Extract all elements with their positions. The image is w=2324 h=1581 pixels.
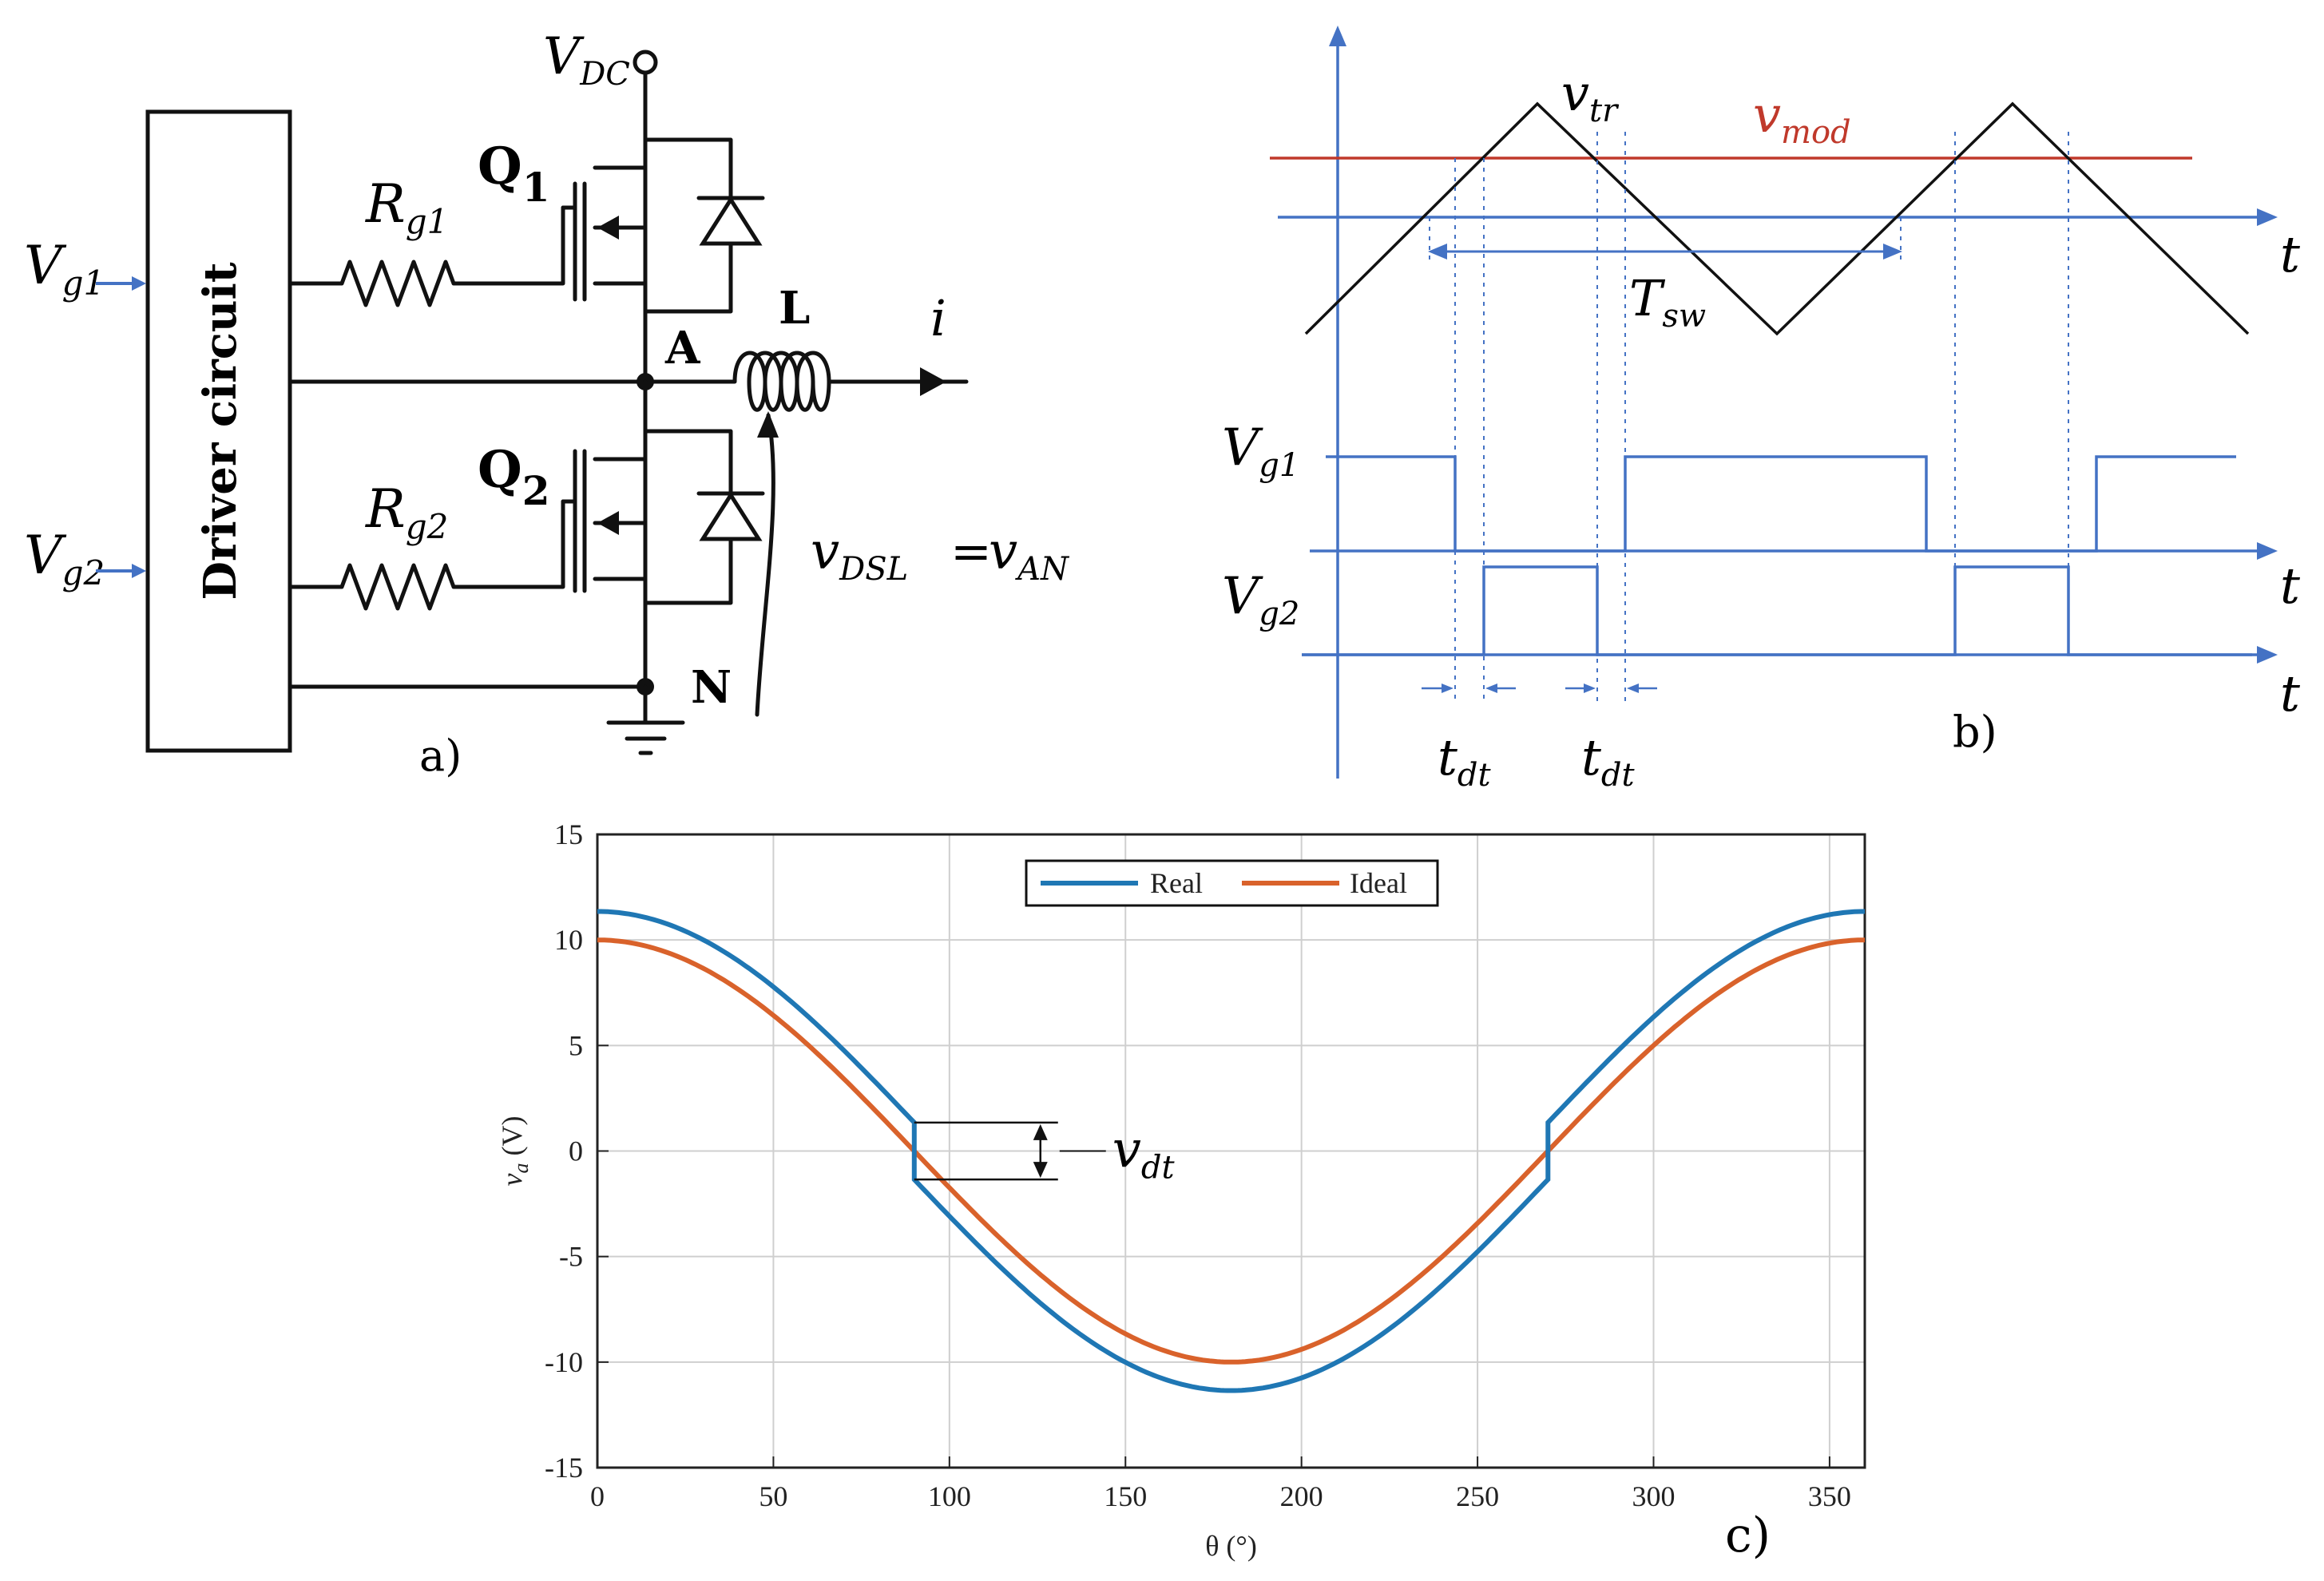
inductor-coil (643, 351, 913, 412)
deadtime-2-left-arrowhead (1584, 684, 1596, 693)
x-tick-label: 150 (1104, 1480, 1147, 1512)
vdsl-curved-arrow (755, 413, 775, 717)
gate1-wire-with-resistor (288, 205, 565, 307)
y-tick-label: 15 (554, 818, 583, 850)
panel-b-label: b) (1953, 707, 1997, 757)
vdt-label: vdt (1112, 1121, 1176, 1187)
timing-vertical-axis-arrowhead (1329, 26, 1346, 46)
x-tick-label: 250 (1456, 1480, 1499, 1512)
deadtime-1-right-arrowhead (1485, 684, 1497, 693)
triangle-carrier (1304, 101, 2250, 336)
van-label: vAN (989, 522, 1070, 588)
ground-symbol (606, 684, 685, 755)
rg1-label: Rg1 (365, 173, 448, 241)
series-real-line (597, 909, 1865, 1393)
q2-mosfet (561, 379, 648, 693)
tdt-label-2: tdt (1581, 728, 1636, 794)
current-label: i (930, 289, 946, 347)
y-tick-label: -10 (545, 1346, 583, 1378)
driver-circuit-box (145, 109, 292, 753)
q2-label: Q2 (478, 440, 550, 514)
vg2-input-arrowhead (132, 564, 146, 578)
legend-real-label: Real (1150, 867, 1203, 899)
vg1-t-label: t (2280, 557, 2300, 615)
tsw-label: Tsw (1629, 269, 1706, 335)
q2-diode (643, 429, 765, 605)
q1-mosfet (561, 70, 648, 384)
vg2-gate-waveform (1302, 565, 2252, 656)
vg1-gate-waveform (1326, 455, 2236, 553)
rg2-label: Rg2 (365, 478, 448, 546)
q1-label: Q1 (478, 137, 550, 211)
chart-x-axis-label: θ (°) (1205, 1530, 1257, 1562)
vdc-label: VDC (543, 27, 630, 93)
carrier-time-axis-arrowhead (2257, 208, 2278, 226)
x-tick-label: 350 (1808, 1480, 1851, 1512)
vg1-input-arrowhead (132, 276, 146, 291)
vtr-label: vtr (1561, 64, 1620, 129)
node-a-label: A (664, 322, 701, 374)
timing-panel: t vmod vtr Tsw t Vg1 t Vg2 (1222, 26, 2300, 794)
vg2-axis-arrowhead (2257, 646, 2278, 664)
current-arrowhead (920, 367, 946, 396)
q1-diode (643, 137, 765, 314)
vg1-waveform-label: Vg1 (1222, 418, 1299, 484)
y-tick-label: 5 (569, 1029, 583, 1061)
tdt-label-1: tdt (1438, 728, 1492, 794)
vg1-input-label: Vg1 (24, 235, 105, 303)
vg2-waveform-label: Vg2 (1222, 567, 1299, 632)
x-tick-label: 0 (590, 1480, 605, 1512)
driver-circuit-label: Driver circuit (194, 262, 247, 600)
deadtime-1-left-arrowhead (1442, 684, 1453, 693)
chart-x-ticks: 0 50 100 150 200 250 300 350 (590, 1456, 1851, 1512)
vg2-input-label: Vg2 (24, 525, 105, 592)
y-tick-label: 10 (554, 924, 583, 956)
chart-legend: Real Ideal (1025, 859, 1439, 907)
tsw-left-arrowhead (1428, 244, 1447, 260)
panel-c-label: c) (1725, 1508, 1771, 1563)
x-tick-label: 50 (759, 1480, 787, 1512)
legend-ideal-label: Ideal (1350, 867, 1407, 899)
vdt-arrowhead-bottom (1033, 1162, 1048, 1179)
panel-a-label: a) (419, 731, 462, 781)
x-tick-label: 100 (928, 1480, 971, 1512)
x-tick-label: 200 (1280, 1480, 1323, 1512)
tsw-right-arrowhead (1883, 244, 1902, 260)
deadtime-2-right-arrowhead (1627, 684, 1639, 693)
vg2-t-label: t (2280, 664, 2300, 723)
chart-grid (597, 834, 1865, 1468)
series-ideal-line (597, 937, 1865, 1365)
carrier-t-label: t (2280, 225, 2300, 283)
vdc-terminal (633, 50, 658, 75)
equals-sign: = (950, 522, 992, 580)
y-tick-label: -5 (559, 1241, 583, 1273)
chart-y-axis-label: va (V) (496, 1116, 533, 1187)
node-n-label: N (691, 661, 732, 714)
x-tick-label: 300 (1632, 1480, 1676, 1512)
inductor-label: L (779, 282, 810, 335)
y-tick-label: -15 (545, 1452, 583, 1484)
vg1-axis-arrowhead (2257, 542, 2278, 560)
gate2-wire-with-resistor (288, 499, 565, 611)
vmod-label: vmod (1753, 85, 1851, 151)
legend-box (1025, 859, 1439, 907)
chart-y-ticks: 15 10 5 0 -5 -10 -15 (545, 818, 609, 1484)
y-tick-label: 0 (569, 1135, 583, 1167)
circuit-panel: Driver circuit Vg1 Vg2 Rg1 Rg2 VDC Q1 (24, 27, 1070, 781)
vdsl-arrowhead (757, 411, 779, 438)
vdt-annotation: vdt (914, 1121, 1176, 1187)
vdt-arrowhead-top (1033, 1123, 1048, 1140)
vdsl-label: vDSL (811, 522, 908, 588)
